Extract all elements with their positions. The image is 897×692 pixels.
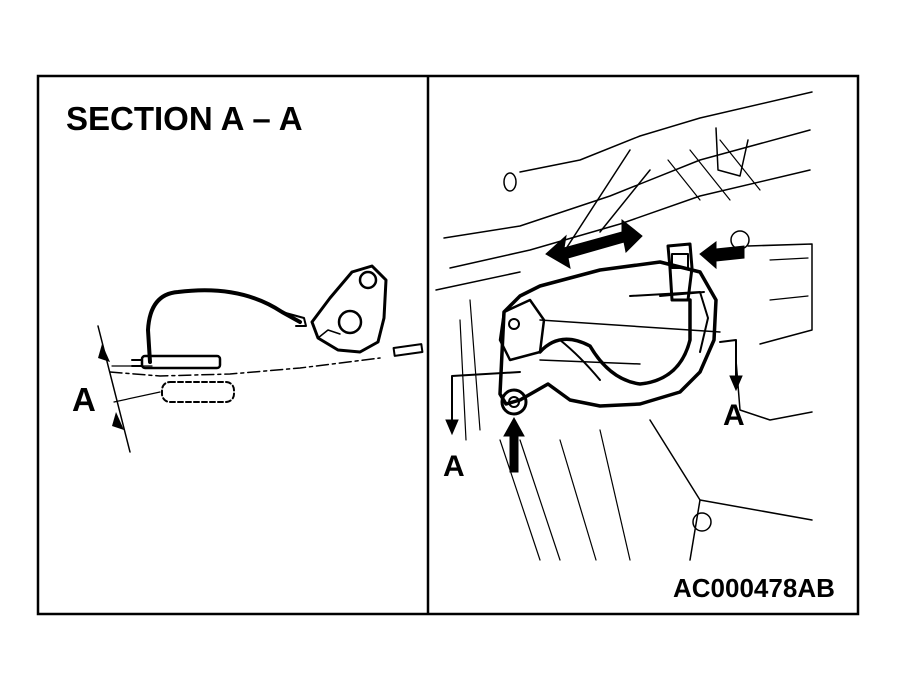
dimension-arrows <box>98 344 124 430</box>
section-view-drawing <box>97 264 424 453</box>
section-arrow-head-left <box>445 419 459 436</box>
up-arrow-icon <box>503 416 525 473</box>
latch-assembly-drawing <box>435 91 813 561</box>
section-arrow-head-right <box>729 375 743 392</box>
figure-code: AC000478AB <box>673 573 835 603</box>
arrows <box>445 218 745 473</box>
outer-frame <box>36 74 860 616</box>
section-title: SECTION A – A <box>66 100 303 137</box>
section-marker-right: A <box>723 399 745 432</box>
pointer-arrow-icon <box>699 241 745 270</box>
double-arrow-icon <box>545 218 643 269</box>
section-marker-left: A <box>443 450 465 483</box>
dimension-label: A <box>72 381 96 418</box>
